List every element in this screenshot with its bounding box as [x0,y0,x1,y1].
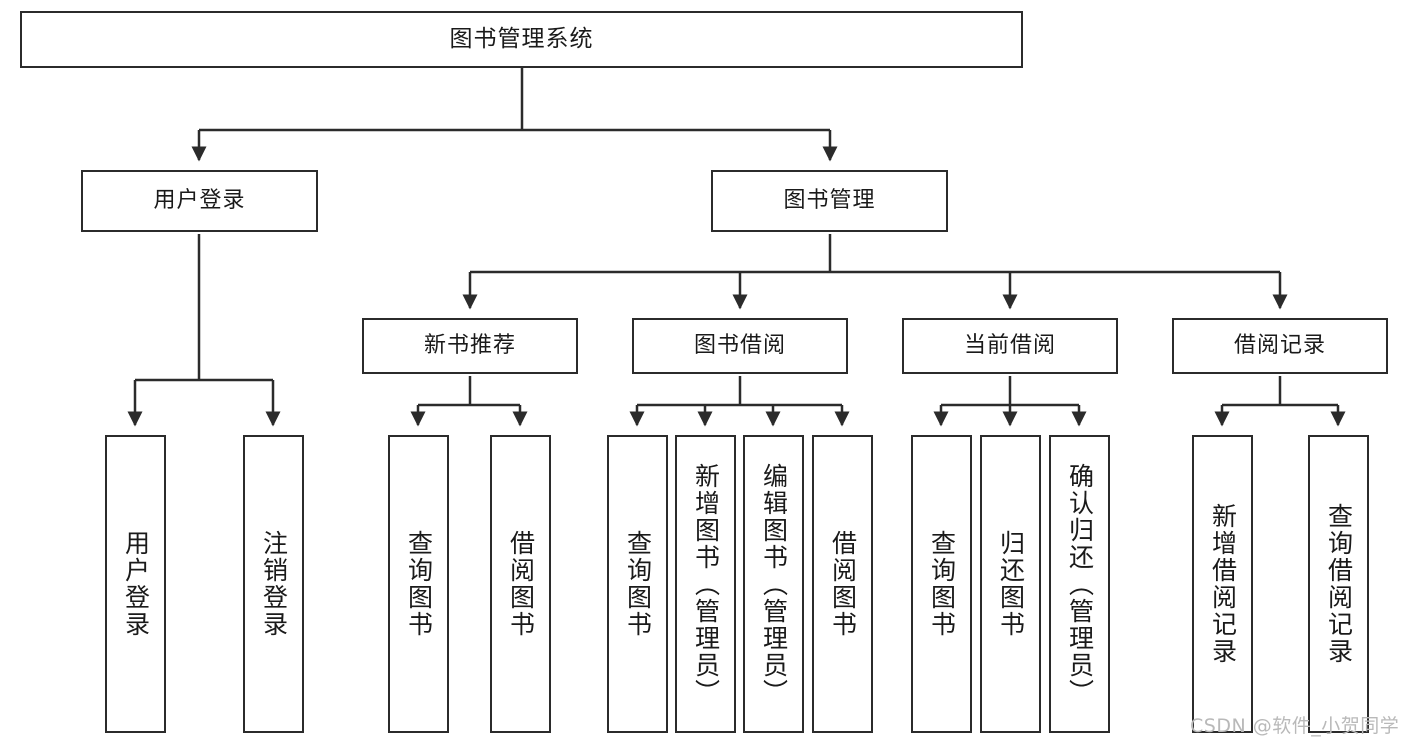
leaf-borrow-borrow-book[interactable]: 借阅图书 [812,435,873,733]
leaf-borrow-query-book-label: 查询图书 [623,530,653,638]
leaf-current-confirm-return-label: 确认归还（管理员） [1065,462,1095,706]
leaf-new-book-borrow[interactable]: 借阅图书 [490,435,551,733]
leaf-borrow-add-book-label: 新增图书（管理员） [691,462,721,706]
node-new-book-recommend-label: 新书推荐 [423,332,516,358]
leaf-record-add[interactable]: 新增借阅记录 [1192,435,1253,733]
leaf-borrow-query-book[interactable]: 查询图书 [607,435,668,733]
node-user-login[interactable]: 用户登录 [81,170,318,232]
leaf-new-book-query[interactable]: 查询图书 [388,435,449,733]
leaf-user-login-signin[interactable]: 用户登录 [105,435,166,733]
node-borrow-record-label: 借阅记录 [1233,332,1326,358]
csdn-watermark: CSDN @软件_小贺同学 [1190,715,1400,737]
leaf-borrow-add-book[interactable]: 新增图书（管理员） [675,435,736,733]
node-book-borrow[interactable]: 图书借阅 [632,318,848,374]
leaf-record-query-label: 查询借阅记录 [1324,503,1354,665]
leaf-current-query-book[interactable]: 查询图书 [911,435,972,733]
leaf-user-login-signin-label: 用户登录 [121,530,151,638]
node-new-book-recommend[interactable]: 新书推荐 [362,318,578,374]
node-book-borrow-label: 图书借阅 [693,332,786,358]
leaf-borrow-edit-book-label: 编辑图书（管理员） [759,462,789,706]
leaf-current-return-book[interactable]: 归还图书 [980,435,1041,733]
leaf-current-return-book-label: 归还图书 [996,530,1026,638]
leaf-current-query-book-label: 查询图书 [927,530,957,638]
leaf-new-book-query-label: 查询图书 [404,530,434,638]
leaf-new-book-borrow-label: 借阅图书 [506,530,536,638]
leaf-user-login-signout[interactable]: 注销登录 [243,435,304,733]
leaf-record-query[interactable]: 查询借阅记录 [1308,435,1369,733]
node-current-borrow-label: 当前借阅 [963,332,1056,358]
leaf-user-login-signout-label: 注销登录 [259,530,289,638]
node-book-management-label: 图书管理 [783,187,876,213]
node-user-login-label: 用户登录 [153,187,246,213]
node-root[interactable]: 图书管理系统 [20,11,1023,68]
node-root-label: 图书管理系统 [449,25,594,52]
node-book-management[interactable]: 图书管理 [711,170,948,232]
node-current-borrow[interactable]: 当前借阅 [902,318,1118,374]
leaf-borrow-borrow-book-label: 借阅图书 [828,530,858,638]
node-borrow-record[interactable]: 借阅记录 [1172,318,1388,374]
leaf-borrow-edit-book[interactable]: 编辑图书（管理员） [743,435,804,733]
leaf-current-confirm-return[interactable]: 确认归还（管理员） [1049,435,1110,733]
leaf-record-add-label: 新增借阅记录 [1208,503,1238,665]
